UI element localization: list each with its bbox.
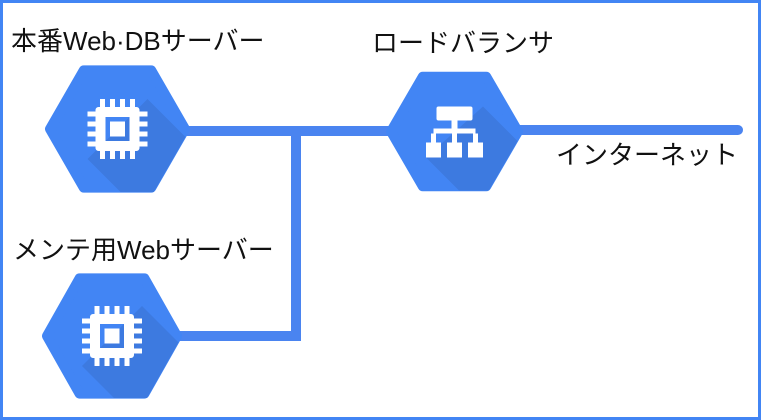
prod-server-label: 本番Web·DBサーバー (11, 26, 265, 56)
internet-label: インターネット (555, 140, 738, 170)
connector-branch-to-maint (178, 131, 301, 341)
load-balancer-node (386, 71, 523, 192)
compute-engine-icon (87, 99, 148, 159)
diagram-graphics (42, 65, 743, 399)
load-balancer-label: ロードバランサ (372, 28, 555, 58)
compute-engine-icon (82, 306, 142, 366)
load-balancer-icon (426, 106, 483, 158)
connector-lines (178, 125, 743, 341)
maint-server-node (42, 273, 182, 399)
maint-server-label: メンテ用Webサーバー (13, 235, 274, 265)
